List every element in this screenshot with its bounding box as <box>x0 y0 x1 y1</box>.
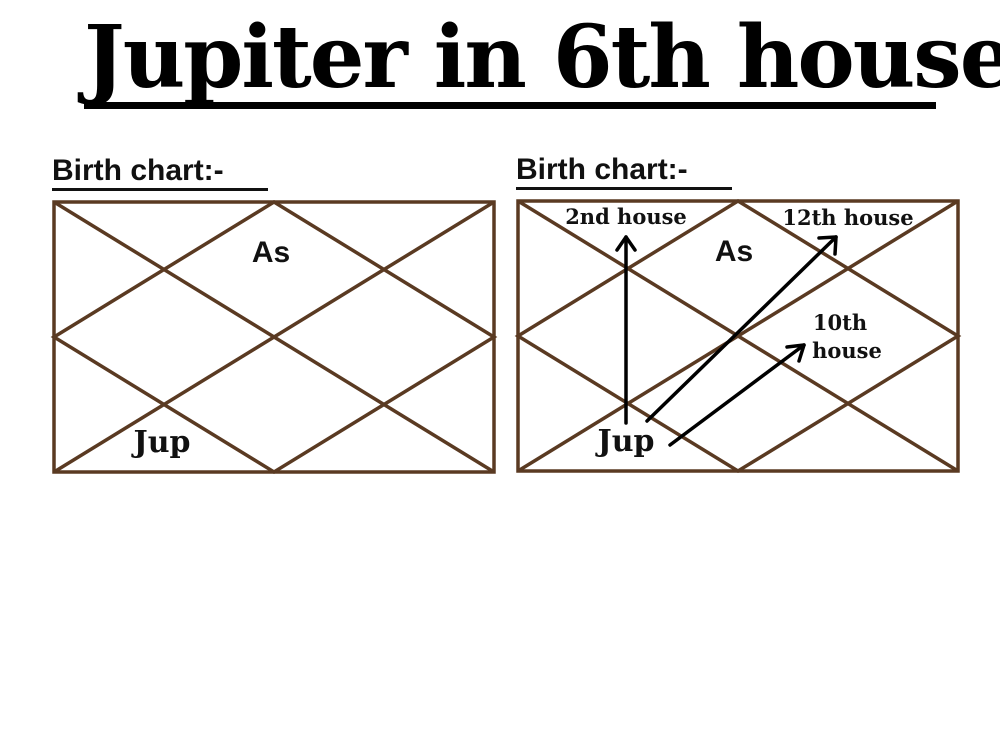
tenth-house-label-line2: house <box>812 338 882 363</box>
inner-diamond <box>514 198 962 474</box>
left-chart-heading: Birth chart:- <box>52 154 268 191</box>
inner-diamond <box>50 199 498 475</box>
tenth-house-label: 10th <box>813 310 867 335</box>
jupiter-label: Jup <box>131 425 191 460</box>
arrow-to-10th-house <box>668 343 806 447</box>
jupiter-label: Jup <box>595 424 655 459</box>
ascendant-label: As <box>715 235 753 268</box>
left-birth-chart: As Jup <box>50 199 498 475</box>
main-title: Jupiter in 6th house <box>84 7 1000 108</box>
right-birth-chart: As 2nd house 12th house 10th house Jup <box>514 198 962 474</box>
twelfth-house-label: 12th house <box>782 205 913 230</box>
arrow-head-10th-house <box>785 343 806 363</box>
arrow-to-12th-house <box>645 235 838 423</box>
right-chart-heading: Birth chart:- <box>516 153 732 190</box>
diagonal-line <box>517 199 959 473</box>
diagonal-line <box>53 200 495 474</box>
second-house-label: 2nd house <box>565 204 687 229</box>
ascendant-label: As <box>252 236 290 269</box>
arrow-head-2nd-house <box>615 235 637 252</box>
title-underline <box>84 102 936 109</box>
arrow-head-12th-house <box>817 235 838 256</box>
